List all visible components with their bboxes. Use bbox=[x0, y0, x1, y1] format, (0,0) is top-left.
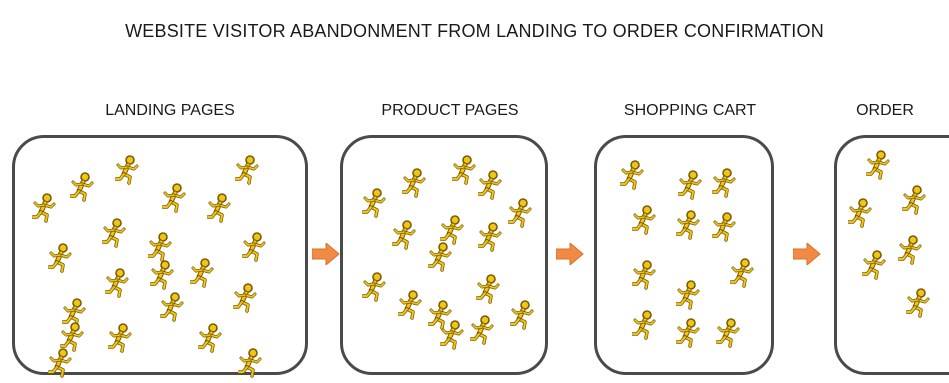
running-person-icon bbox=[31, 193, 58, 228]
diagram-title: WEBSITE VISITOR ABANDONMENT FROM LANDING… bbox=[125, 21, 824, 41]
running-person-icon bbox=[114, 155, 141, 190]
running-person-icon bbox=[107, 323, 134, 358]
stage-label-order: ORDER bbox=[856, 102, 914, 119]
running-person-icon bbox=[159, 292, 186, 327]
running-person-icon bbox=[101, 218, 128, 253]
running-person-icon bbox=[451, 155, 478, 190]
running-person-icon bbox=[69, 172, 96, 207]
running-person-icon bbox=[427, 300, 454, 335]
running-person-icon bbox=[477, 170, 504, 205]
arrow-right-icon bbox=[312, 243, 340, 265]
running-person-icon bbox=[47, 243, 74, 278]
running-person-icon bbox=[397, 290, 424, 325]
arrow-right-icon bbox=[793, 243, 821, 265]
running-person-icon bbox=[901, 185, 928, 220]
running-person-icon bbox=[234, 155, 261, 190]
running-person-icon bbox=[729, 258, 756, 293]
running-person-icon bbox=[469, 315, 496, 350]
running-person-icon bbox=[232, 283, 259, 318]
running-person-icon bbox=[147, 232, 174, 267]
running-person-icon bbox=[675, 318, 702, 353]
running-person-icon bbox=[189, 258, 216, 293]
running-person-icon bbox=[237, 348, 264, 383]
running-person-icon bbox=[61, 298, 88, 333]
running-person-icon bbox=[897, 235, 924, 270]
running-person-icon bbox=[197, 323, 224, 358]
running-person-icon bbox=[711, 168, 738, 203]
running-person-icon bbox=[631, 260, 658, 295]
running-person-icon bbox=[675, 210, 702, 245]
running-person-icon bbox=[475, 274, 502, 309]
running-person-icon bbox=[439, 320, 466, 355]
running-person-icon bbox=[427, 242, 454, 277]
running-person-icon bbox=[401, 168, 428, 203]
running-person-icon bbox=[861, 250, 888, 285]
running-person-icon bbox=[149, 260, 176, 295]
running-person-icon bbox=[104, 268, 131, 303]
running-person-icon bbox=[677, 170, 704, 205]
running-person-icon bbox=[206, 193, 233, 228]
stage-label-landing: LANDING PAGES bbox=[105, 102, 235, 119]
running-person-icon bbox=[675, 280, 702, 315]
running-person-icon bbox=[847, 198, 874, 233]
running-person-icon bbox=[619, 160, 646, 195]
running-person-icon bbox=[241, 232, 268, 267]
running-person-icon bbox=[631, 310, 658, 345]
running-person-icon bbox=[865, 150, 892, 185]
running-person-icon bbox=[391, 220, 418, 255]
running-person-icon bbox=[439, 215, 466, 250]
stage-label-product: PRODUCT PAGES bbox=[381, 102, 519, 119]
running-person-icon bbox=[711, 212, 738, 247]
running-person-icon bbox=[715, 318, 742, 353]
running-person-icon bbox=[905, 288, 932, 323]
running-person-icon bbox=[631, 205, 658, 240]
arrow-right-icon bbox=[556, 243, 584, 265]
running-person-icon bbox=[509, 300, 536, 335]
running-person-icon bbox=[161, 183, 188, 218]
running-person-icon bbox=[477, 222, 504, 257]
running-person-icon bbox=[59, 322, 86, 357]
running-person-icon bbox=[361, 272, 388, 307]
stage-label-cart: SHOPPING CART bbox=[623, 102, 757, 119]
running-person-icon bbox=[507, 198, 534, 233]
running-person-icon bbox=[361, 188, 388, 223]
